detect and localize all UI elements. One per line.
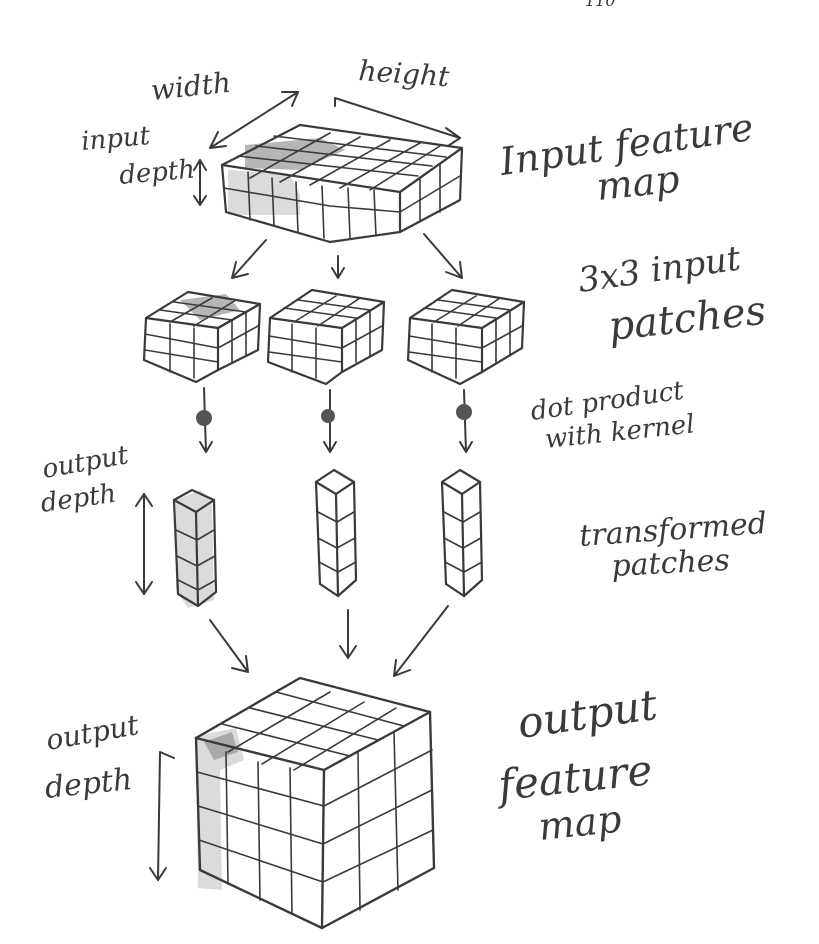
output-depth-lower-label-line2: depth <box>43 762 134 806</box>
arrows-to-output <box>209 605 449 677</box>
input-feature-map <box>220 123 464 244</box>
height-label: height <box>358 54 452 93</box>
output-feature-map <box>194 676 436 930</box>
height-arrow <box>334 97 461 147</box>
width-arrow <box>209 91 299 149</box>
page-number: 110 <box>585 0 616 10</box>
output-depth-arrow-lower <box>149 751 175 881</box>
transformed-patch-left <box>172 488 218 608</box>
output-feature-map-label-line3: map <box>536 797 623 849</box>
output-depth-arrow-upper <box>135 493 153 595</box>
width-label: width <box>149 66 232 107</box>
input-depth-label-line1: input <box>80 121 152 157</box>
transformed-label-line2: patches <box>611 543 731 584</box>
input-patch-left <box>142 290 262 384</box>
patches-label-line2: patches <box>606 288 768 350</box>
output-depth-lower-label-line1: output <box>43 708 141 757</box>
input-depth-label-line2: depth <box>118 154 196 190</box>
output-feature-map-label-line1: output <box>515 680 661 748</box>
transformed-patch-right <box>440 468 484 598</box>
input-patch-right <box>406 288 526 386</box>
dot-product-arrows <box>196 387 473 453</box>
arrows-to-patches <box>231 233 463 279</box>
input-feature-map-label-line2: map <box>594 157 681 209</box>
input-patch-middle <box>266 288 386 386</box>
output-depth-upper-label-line2: depth <box>39 479 118 519</box>
transformed-patch-middle <box>314 468 358 598</box>
input-depth-arrow <box>193 159 207 206</box>
output-depth-upper-label-line1: output <box>40 440 131 485</box>
